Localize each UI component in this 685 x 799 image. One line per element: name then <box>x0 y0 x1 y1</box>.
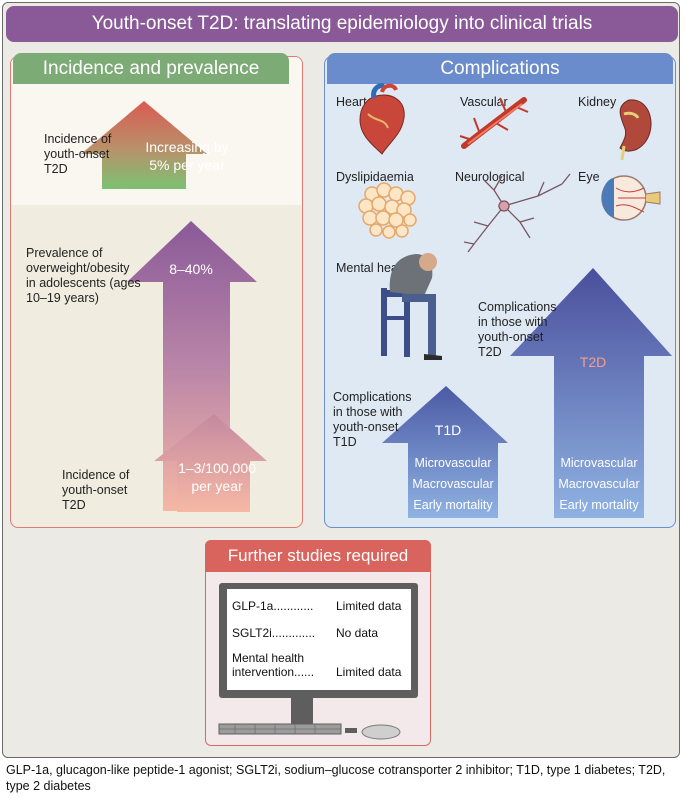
study-row-mental-health-drug: Mental health intervention...... <box>232 651 315 679</box>
neuron-icon <box>463 173 571 253</box>
figure-title: Youth-onset T2D: translating epidemiolog… <box>6 6 678 42</box>
figure-caption: GLP-1a, glucagon-like peptide-1 agonist;… <box>6 763 666 793</box>
t2d-arrow-title: T2D <box>579 354 607 370</box>
organ-label-eye: Eye <box>578 170 600 184</box>
t1d-arrow-title: T1D <box>434 422 462 438</box>
study-row-glp1a-drug: GLP-1a............ <box>232 599 314 613</box>
t1d-item-macrovascular: Macrovascular <box>412 477 494 491</box>
t1d-arrow <box>382 386 508 518</box>
complications-panel-heading: Complications <box>327 53 673 84</box>
vascular-icon <box>459 97 529 149</box>
incidence-top-value: Increasing by 5% per year <box>145 139 229 173</box>
t2d-item-early-mortality: Early mortality <box>559 498 639 512</box>
incidence-bottom-arrow <box>154 414 267 512</box>
dyslipidaemia-icon <box>358 182 417 239</box>
monitor-stand <box>291 698 313 724</box>
t1d-item-early-mortality: Early mortality <box>413 498 493 512</box>
organ-label-neurological: Neurological <box>455 170 525 184</box>
incidence-top-arrow <box>81 101 207 189</box>
organ-label-heart: Heart <box>336 95 367 109</box>
organ-label-kidney: Kidney <box>578 95 617 109</box>
heart-icon <box>359 83 405 155</box>
organ-label-vascular: Vascular <box>460 95 508 109</box>
complications-illustrations <box>358 83 672 518</box>
prevalence-label: Prevalence of overweight/obesity in adol… <box>26 246 141 305</box>
t2d-arrow <box>510 268 672 518</box>
incidence-arrows <box>81 101 267 512</box>
incidence-bottom-label: Incidence of youth-onset T2D <box>62 468 130 512</box>
mouse-icon <box>361 724 401 740</box>
incidence-top-label: Incidence of youth-onset T2D <box>44 132 112 176</box>
kidney-icon <box>619 99 652 161</box>
computer-base <box>218 698 401 740</box>
study-row-glp1a-status: Limited data <box>336 599 402 613</box>
incidence-bottom-value: 1–3/100,000 per year <box>178 460 256 494</box>
study-row-mental-health-status: Limited data <box>336 665 402 679</box>
t1d-complications-label: Complications in those with youth-onset … <box>333 390 412 449</box>
further-studies-heading: Further studies required <box>205 540 431 572</box>
t2d-complications-label: Complications in those with youth-onset … <box>478 300 557 359</box>
mental-health-icon <box>381 253 442 360</box>
eye-icon <box>601 175 661 221</box>
t2d-item-microvascular: Microvascular <box>560 456 638 470</box>
study-row-sglt2i-drug: SGLT2i............. <box>232 626 316 640</box>
t2d-item-macrovascular: Macrovascular <box>558 477 640 491</box>
prevalence-value: 8–40% <box>169 261 213 277</box>
monitor-screen <box>227 589 411 690</box>
study-row-sglt2i-status: No data <box>336 626 379 640</box>
organ-label-dyslipidaemia: Dyslipidaemia <box>336 170 414 184</box>
incidence-panel-heading: Incidence and prevalence <box>13 53 289 84</box>
t1d-item-microvascular: Microvascular <box>414 456 492 470</box>
